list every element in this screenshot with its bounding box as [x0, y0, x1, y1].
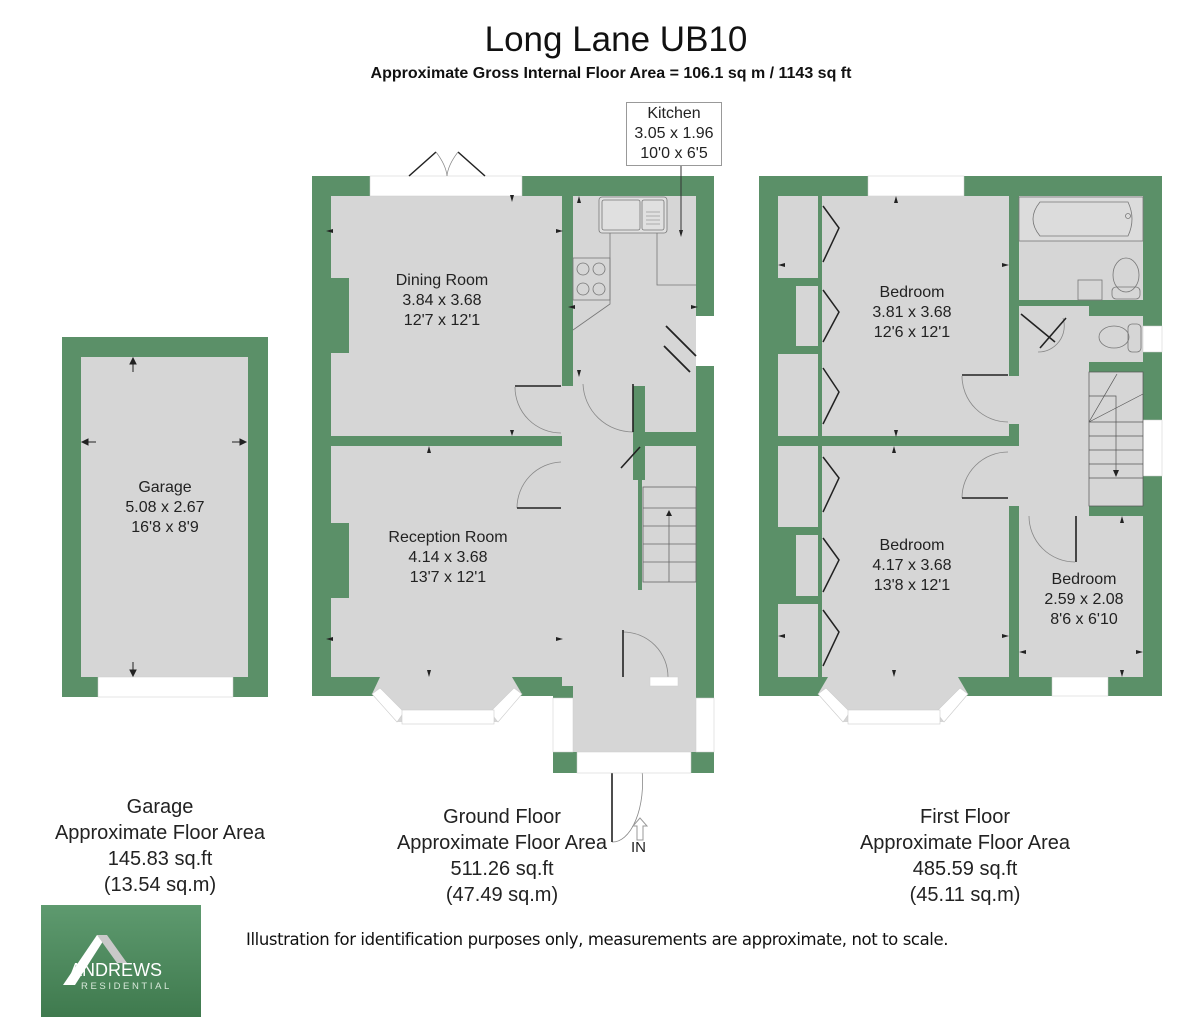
floor-area-sqm: (45.11 sq.m) — [909, 884, 1021, 906]
floor-name: Garage — [126, 796, 194, 818]
floor-area-sqm: (47.49 sq.m) — [445, 884, 559, 906]
floor-area-label: Approximate Floor Area — [54, 822, 266, 844]
floor-area-sqft: 145.83 sq.ft — [107, 848, 213, 870]
room-name: Dining Room — [395, 272, 489, 289]
room-imperial: 13'7 x 12'1 — [409, 569, 487, 586]
agency-logo: ANDREWS RESIDENTIAL — [41, 905, 201, 1017]
floor-area-sqft: 485.59 sq.ft — [912, 858, 1018, 880]
room-name: Bedroom — [1051, 571, 1117, 588]
page-title: Long Lane UB10 — [484, 20, 748, 59]
first-floor-plan — [759, 175, 1163, 725]
room-label-bedroom-3: Bedroom 2.59 x 2.08 8'6 x 6'10 — [1024, 570, 1144, 630]
gross-area-subtitle: Approximate Gross Internal Floor Area = … — [370, 65, 852, 82]
room-name: Kitchen — [647, 105, 701, 122]
room-metric: 3.81 x 3.68 — [872, 304, 952, 321]
entrance-label: IN — [631, 839, 646, 856]
floor-area-label: Approximate Floor Area — [396, 832, 608, 854]
floor-name: Ground Floor — [443, 806, 561, 828]
room-metric: 3.05 x 1.96 — [634, 125, 714, 142]
room-name: Bedroom — [879, 537, 945, 554]
floor-area-sqft: 511.26 sq.ft — [450, 858, 554, 880]
room-metric: 5.08 x 2.67 — [125, 499, 205, 516]
disclaimer-text: Illustration for identification purposes… — [246, 930, 949, 949]
room-label-garage: Garage 5.08 x 2.67 16'8 x 8'9 — [100, 478, 230, 538]
floor-name: First Floor — [920, 806, 1010, 828]
room-imperial: 12'6 x 12'1 — [873, 324, 951, 341]
room-metric: 2.59 x 2.08 — [1044, 591, 1124, 608]
roof-icon — [63, 935, 127, 985]
room-imperial: 8'6 x 6'10 — [1050, 611, 1118, 628]
ground-floor-area: Ground Floor Approximate Floor Area 511.… — [372, 804, 632, 908]
room-name: Reception Room — [388, 529, 508, 546]
logo-name: ANDREWS — [70, 960, 163, 980]
room-imperial: 16'8 x 8'9 — [131, 519, 199, 536]
floor-area-sqm: (13.54 sq.m) — [103, 874, 217, 896]
room-name: Bedroom — [879, 284, 945, 301]
room-name: Garage — [138, 479, 192, 496]
ground-floor-plan — [312, 151, 715, 843]
floor-area-label: Approximate Floor Area — [859, 832, 1071, 854]
room-label-bedroom-2: Bedroom 4.17 x 3.68 13'8 x 12'1 — [842, 536, 982, 596]
room-label-kitchen: Kitchen 3.05 x 1.96 10'0 x 6'5 — [626, 102, 722, 166]
room-metric: 3.84 x 3.68 — [402, 292, 482, 309]
room-imperial: 13'8 x 12'1 — [873, 577, 951, 594]
room-imperial: 10'0 x 6'5 — [640, 145, 708, 162]
logo-subtitle: RESIDENTIAL — [81, 981, 172, 992]
garage-plan — [62, 337, 268, 698]
room-metric: 4.14 x 3.68 — [408, 549, 488, 566]
room-metric: 4.17 x 3.68 — [872, 557, 952, 574]
garage-floor-area: Garage Approximate Floor Area 145.83 sq.… — [30, 794, 290, 898]
room-imperial: 12'7 x 12'1 — [403, 312, 481, 329]
room-label-dining: Dining Room 3.84 x 3.68 12'7 x 12'1 — [372, 271, 512, 331]
room-label-reception: Reception Room 4.14 x 3.68 13'7 x 12'1 — [368, 528, 528, 588]
room-label-bedroom-1: Bedroom 3.81 x 3.68 12'6 x 12'1 — [842, 283, 982, 343]
first-floor-area: First Floor Approximate Floor Area 485.5… — [835, 804, 1095, 908]
